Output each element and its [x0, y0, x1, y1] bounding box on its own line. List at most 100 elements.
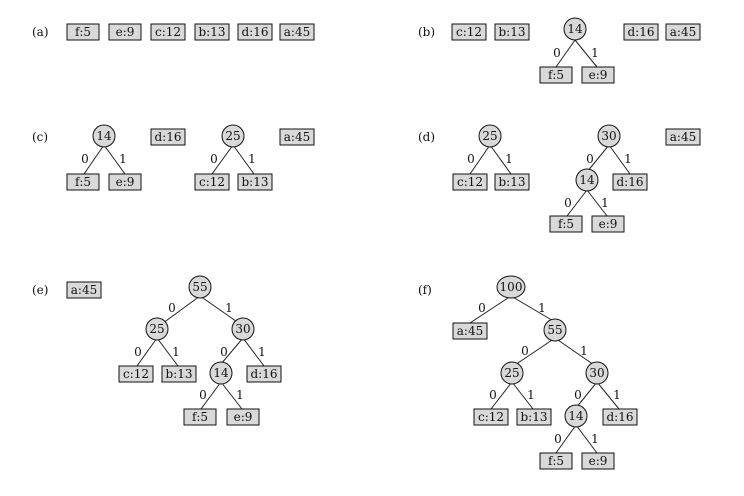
panel-e: (e) a:45 0 1 55 0 1 25 c:12 b:13 0 [32, 275, 282, 426]
node-25: 25 [221, 124, 245, 148]
leaf-d16: d:16 [150, 128, 186, 146]
tree-edge [490, 381, 513, 410]
edge-label-0: 0 [168, 301, 176, 315]
leaf-a45: a:45 [279, 128, 315, 146]
leaf-e9: e:9 [108, 23, 142, 41]
node-14: 14 [575, 168, 599, 192]
svg-text:b:13: b:13 [166, 367, 193, 381]
edge-label-1: 1 [258, 345, 266, 359]
panel-d-label: (d) [418, 130, 435, 144]
tree-edge [232, 144, 255, 175]
tree-edge [596, 381, 620, 410]
svg-text:14: 14 [213, 366, 229, 380]
svg-text:c:12: c:12 [123, 367, 149, 381]
svg-text:55: 55 [547, 323, 562, 337]
svg-text:d:16: d:16 [155, 130, 182, 144]
svg-text:f:5: f:5 [548, 68, 564, 82]
edge-label-0: 0 [81, 152, 89, 166]
edge-label-1: 1 [591, 46, 599, 60]
panel-b: (b) c:12 b:13 0 1 14 f:5 e:9 d:16 [418, 17, 701, 84]
leaf-e9: e:9 [226, 408, 260, 426]
tree-edge [566, 189, 588, 217]
svg-text:f:5: f:5 [558, 217, 574, 231]
tree-edge [586, 189, 608, 217]
svg-text:d:16: d:16 [628, 25, 655, 39]
svg-text:c:12: c:12 [457, 175, 483, 189]
svg-text:c:12: c:12 [155, 25, 181, 39]
edge-label-1: 1 [601, 196, 609, 210]
svg-text:14: 14 [568, 409, 584, 423]
svg-text:25: 25 [149, 322, 164, 336]
node-30: 30 [585, 361, 609, 385]
tree-edge [200, 381, 222, 410]
node-30: 30 [231, 317, 255, 341]
edge-label-1: 1 [236, 388, 244, 402]
edge-label-1: 1 [527, 388, 535, 402]
svg-text:14: 14 [567, 22, 583, 36]
leaf-c12: c:12 [118, 365, 154, 383]
tree-edge [242, 337, 265, 367]
tree-edge [469, 295, 512, 324]
leaf-b13: b:13 [161, 365, 197, 383]
svg-text:e:9: e:9 [599, 217, 618, 231]
edge-label-0: 0 [521, 344, 529, 358]
node-14: 14 [564, 404, 588, 428]
svg-text:d:16: d:16 [251, 367, 278, 381]
svg-text:d:16: d:16 [242, 25, 269, 39]
svg-text:25: 25 [482, 129, 497, 143]
svg-text:f:5: f:5 [192, 410, 208, 424]
node-25: 25 [500, 361, 524, 385]
svg-text:a:45: a:45 [457, 324, 483, 338]
leaf-c12: c:12 [473, 408, 509, 426]
leaf-b13: b:13 [237, 173, 273, 191]
tree-edge [220, 381, 243, 410]
edge-label-0: 0 [586, 152, 594, 166]
leaf-d16: d:16 [237, 23, 273, 41]
leaf-b13: b:13 [194, 23, 230, 41]
svg-text:e:9: e:9 [116, 25, 135, 39]
tree-edge [575, 424, 598, 454]
panel-e-label: (e) [32, 283, 48, 297]
edge-label-0: 0 [199, 388, 207, 402]
leaf-e9: e:9 [108, 173, 142, 191]
panel-b-label: (b) [418, 25, 435, 39]
svg-text:d:16: d:16 [617, 175, 644, 189]
svg-text:f:5: f:5 [75, 175, 91, 189]
svg-text:e:9: e:9 [116, 175, 135, 189]
svg-text:b:13: b:13 [521, 410, 548, 424]
tree-edge [510, 295, 556, 323]
edge-label-1: 1 [119, 152, 127, 166]
leaf-d16: d:16 [612, 173, 648, 191]
tree-edge [574, 39, 598, 68]
svg-text:d:16: d:16 [607, 410, 634, 424]
tree-edge [158, 295, 201, 327]
tree-edge [586, 144, 610, 173]
svg-text:c:12: c:12 [199, 175, 225, 189]
edge-label-1: 1 [172, 345, 180, 359]
panel-c-label: (c) [32, 130, 48, 144]
leaf-d16: d:16 [602, 408, 638, 426]
svg-text:e:9: e:9 [234, 410, 253, 424]
node-14: 14 [563, 17, 587, 41]
panel-c: (c) 0 1 14 f:5 e:9 d:16 0 1 25 [32, 124, 315, 191]
svg-text:a:45: a:45 [71, 283, 97, 297]
tree-edge [83, 144, 105, 175]
svg-text:f:5: f:5 [75, 25, 91, 39]
svg-text:f:5: f:5 [548, 454, 564, 468]
leaf-c12: c:12 [452, 173, 488, 191]
edge-label-0: 0 [467, 152, 475, 166]
svg-text:c:12: c:12 [478, 410, 504, 424]
svg-text:25: 25 [225, 129, 240, 143]
leaf-b13: b:13 [494, 173, 530, 191]
panel-d: (d) 0 1 25 c:12 b:13 0 1 30 d:16 0 [418, 124, 701, 233]
svg-text:a:45: a:45 [284, 130, 310, 144]
edge-label-0: 0 [220, 345, 228, 359]
svg-text:a:45: a:45 [284, 25, 310, 39]
leaf-a45: a:45 [665, 23, 701, 41]
leaf-f5: f:5 [183, 408, 217, 426]
tree-edge [608, 144, 631, 175]
leaf-d16: d:16 [246, 365, 282, 383]
tree-edge [136, 337, 158, 367]
leaf-a45: a:45 [279, 23, 315, 41]
